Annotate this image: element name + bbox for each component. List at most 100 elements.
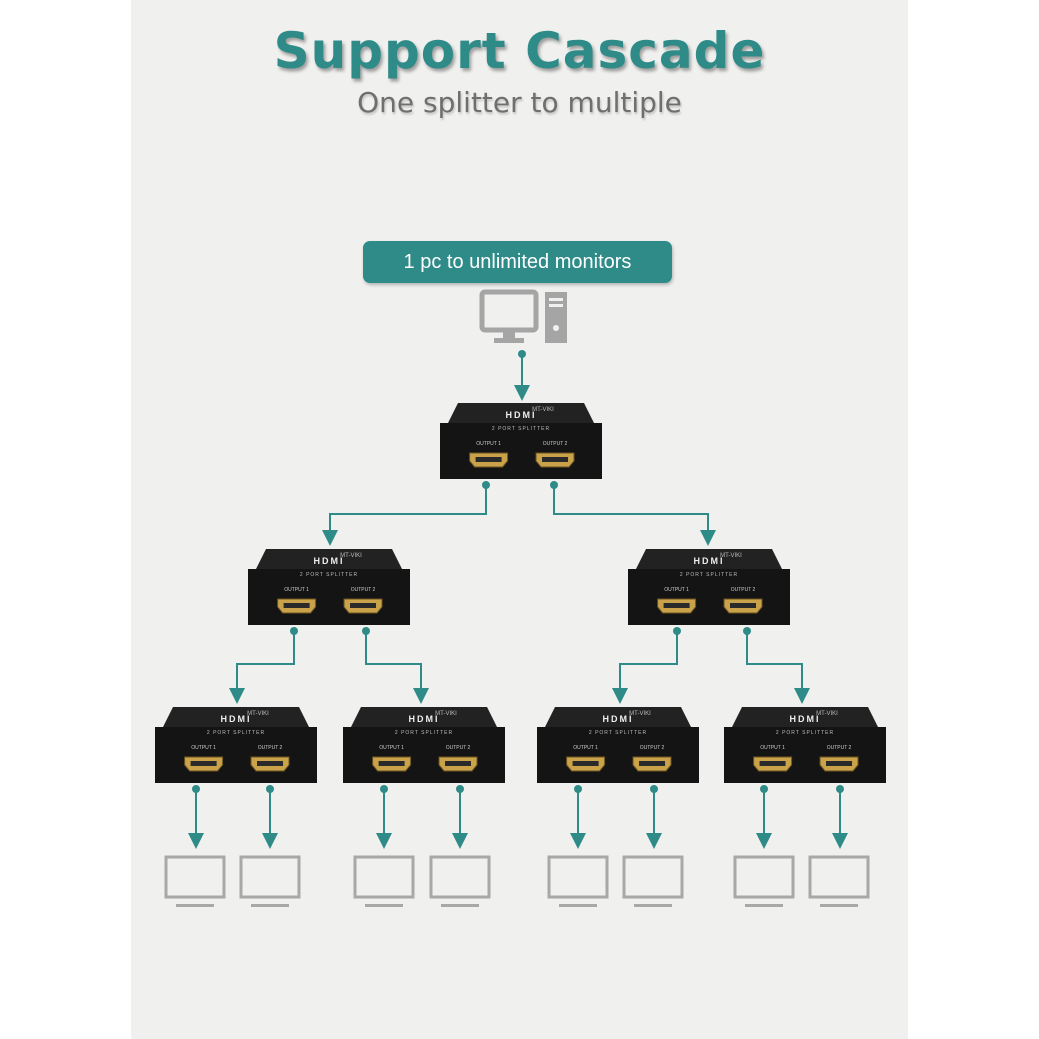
splitter-model-label: MT-VIKI	[435, 711, 457, 717]
splitter-front	[248, 569, 410, 625]
page-title: Support Cascade	[273, 22, 766, 80]
splitter-brand-label: HDMI	[790, 714, 821, 724]
splitter-top	[732, 707, 878, 727]
splitter-model-label: MT-VIKI	[720, 553, 742, 559]
splitter-port-label: OUTPUT 1	[664, 587, 689, 593]
connector-lines	[188, 350, 848, 849]
splitter-type-label: 2 PORT SPLITTER	[395, 730, 453, 736]
splitter-port-label: OUTPUT 1	[476, 441, 501, 447]
info-badge: 1 pc to unlimited monitors	[363, 241, 672, 283]
connector-line	[612, 631, 678, 704]
splitter-port-label: OUTPUT 2	[827, 745, 852, 751]
splitter-port-label: OUTPUT 2	[446, 745, 471, 751]
hdmi-port-slot	[759, 761, 786, 766]
splitter-front	[155, 727, 317, 783]
connector-dot	[650, 785, 658, 793]
monitor-stand	[745, 904, 783, 907]
monitor-screen	[547, 855, 609, 899]
connector-dot	[482, 481, 490, 489]
monitor-icon	[239, 855, 301, 907]
splitter-type-label: 2 PORT SPLITTER	[776, 730, 834, 736]
hdmi-port-slot	[445, 761, 472, 766]
splitter-type-label: 2 PORT SPLITTER	[492, 426, 550, 432]
connector-line	[229, 631, 295, 704]
connector-dot	[290, 627, 298, 635]
connector-dot	[456, 785, 464, 793]
splitter-brand-label: HDMI	[409, 714, 440, 724]
splitter-brand-label: HDMI	[221, 714, 252, 724]
hdmi-port-slot	[572, 761, 599, 766]
splitter-model-label: MT-VIKI	[816, 711, 838, 717]
monitor-stand	[559, 904, 597, 907]
splitter-top	[636, 549, 782, 569]
splitter-top	[163, 707, 309, 727]
monitor-screen	[239, 855, 301, 899]
hdmi-port-slot	[826, 761, 853, 766]
monitor-screen	[808, 855, 870, 899]
splitter-model-label: MT-VIKI	[629, 711, 651, 717]
connector-dot	[760, 785, 768, 793]
hdmi-port-slot	[663, 603, 690, 608]
connector-dot	[743, 627, 751, 635]
splitter-type-label: 2 PORT SPLITTER	[589, 730, 647, 736]
hdmi-port-slot	[283, 603, 310, 608]
connector-dot	[836, 785, 844, 793]
page-subtitle: One splitter to multiple	[357, 86, 682, 119]
splitter-port-label: OUTPUT 2	[351, 587, 376, 593]
splitter-brand-label: HDMI	[694, 556, 725, 566]
connector-line	[322, 485, 487, 546]
monitor-icon	[353, 855, 415, 907]
splitter-model-label: MT-VIKI	[247, 711, 269, 717]
hdmi-port-slot	[190, 761, 217, 766]
splitter-port-label: OUTPUT 2	[543, 441, 568, 447]
monitor-icon	[547, 855, 609, 907]
hdmi-port-slot	[730, 603, 757, 608]
connector-dot	[673, 627, 681, 635]
splitter-brand-label: HDMI	[314, 556, 345, 566]
monitor-screen	[164, 855, 226, 899]
monitor-screen	[622, 855, 684, 899]
monitor-icon	[429, 855, 491, 907]
connector-line	[746, 631, 810, 704]
monitor-icon	[808, 855, 870, 907]
monitor-screen	[429, 855, 491, 899]
connector-dot	[550, 481, 558, 489]
hdmi-port-slot	[378, 761, 405, 766]
monitor-stand	[441, 904, 479, 907]
splitter-top	[448, 403, 594, 423]
connector-dot	[266, 785, 274, 793]
hdmi-port-slot	[542, 457, 569, 462]
splitter-front	[440, 423, 602, 479]
splitter-top	[351, 707, 497, 727]
splitter-brand-label: HDMI	[506, 410, 537, 420]
splitter-port-label: OUTPUT 1	[284, 587, 309, 593]
monitor-icon	[733, 855, 795, 907]
desktop-pc-icon	[479, 289, 567, 343]
splitter-port-label: OUTPUT 2	[731, 587, 756, 593]
splitter-brand-label: HDMI	[603, 714, 634, 724]
splitter-port-label: OUTPUT 1	[760, 745, 785, 751]
splitter-front	[343, 727, 505, 783]
splitter-model-label: MT-VIKI	[340, 553, 362, 559]
splitter-port-label: OUTPUT 1	[573, 745, 598, 751]
splitter-port-label: OUTPUT 2	[640, 745, 665, 751]
connector-line	[365, 631, 429, 704]
monitor-icon	[164, 855, 226, 907]
splitter-port-label: OUTPUT 2	[258, 745, 283, 751]
connector-dot	[518, 350, 526, 358]
monitor-stand	[820, 904, 858, 907]
splitter-port-label: OUTPUT 1	[379, 745, 404, 751]
splitter-type-label: 2 PORT SPLITTER	[300, 572, 358, 578]
monitor-stand	[634, 904, 672, 907]
hdmi-port-slot	[639, 761, 666, 766]
connector-dot	[380, 785, 388, 793]
splitter-type-label: 2 PORT SPLITTER	[680, 572, 738, 578]
hdmi-port-slot	[257, 761, 284, 766]
